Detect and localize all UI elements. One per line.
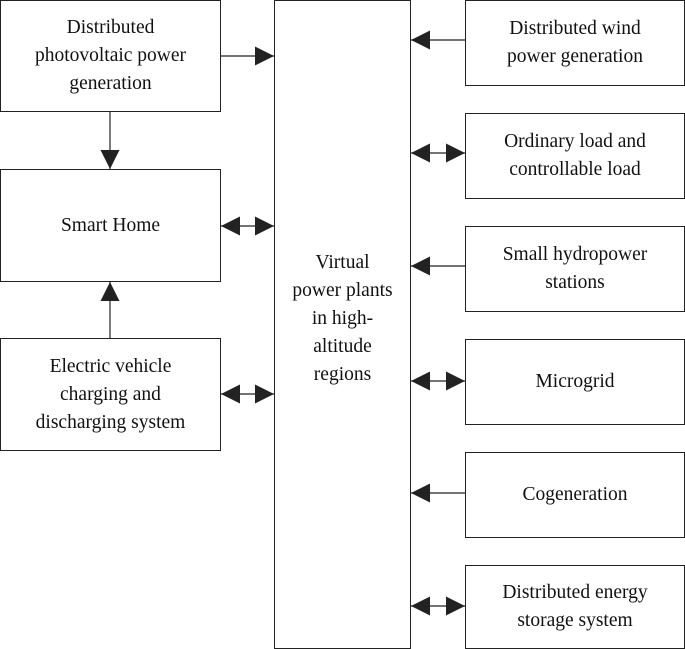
pv-box: Distributed photovoltaic power generatio… bbox=[0, 0, 221, 112]
microgrid-label: Microgrid bbox=[535, 371, 615, 392]
storage-box: Distributed energy storage system bbox=[465, 565, 685, 649]
hydro-label: Small hydropower stations bbox=[502, 244, 648, 293]
storage-label: Distributed energy storage system bbox=[502, 582, 648, 631]
center-vpp-box: Virtual power plants in high- altitude r… bbox=[274, 0, 411, 649]
smart-home-box: Smart Home bbox=[0, 169, 221, 282]
center-vpp-label: Virtual power plants in high- altitude r… bbox=[292, 251, 393, 385]
wind-label: Distributed wind power generation bbox=[507, 18, 643, 67]
pv-label: Distributed photovoltaic power generatio… bbox=[34, 17, 187, 94]
hydro-box: Small hydropower stations bbox=[465, 226, 685, 312]
cogen-box: Cogeneration bbox=[465, 452, 685, 538]
load-label: Ordinary load and controllable load bbox=[504, 131, 646, 180]
cogen-label: Cogeneration bbox=[522, 484, 628, 505]
wind-box: Distributed wind power generation bbox=[465, 0, 685, 86]
smart-home-label: Smart Home bbox=[60, 214, 161, 236]
ev-label: Electric vehicle charging and dischargin… bbox=[35, 355, 186, 433]
ev-box: Electric vehicle charging and dischargin… bbox=[0, 338, 221, 451]
microgrid-box: Microgrid bbox=[465, 339, 685, 425]
load-box: Ordinary load and controllable load bbox=[465, 113, 685, 199]
